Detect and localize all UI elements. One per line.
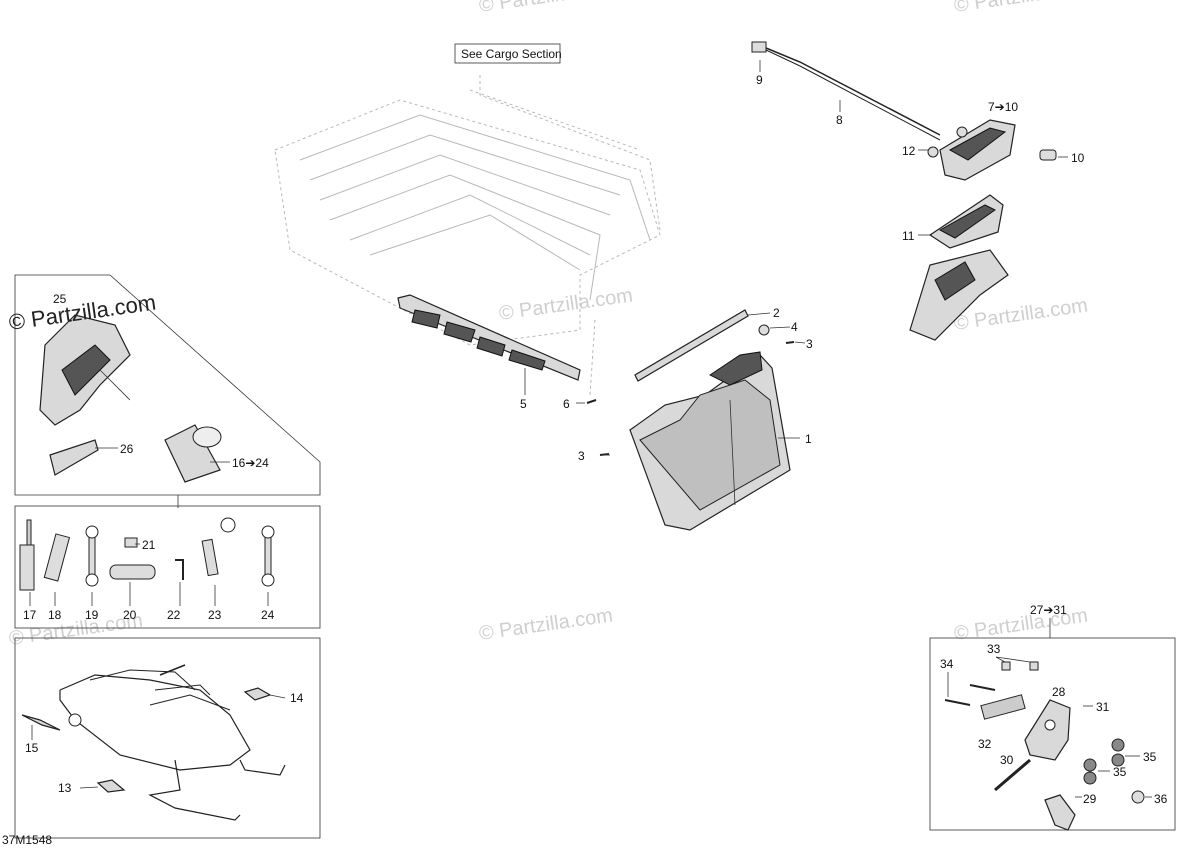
part-5-trim — [397, 294, 581, 381]
callout-31[interactable]: 31 — [1096, 700, 1110, 714]
leaders — [95, 60, 1068, 545]
callout-26[interactable]: 26 — [120, 442, 134, 456]
callout-3[interactable]: 3 — [578, 449, 585, 463]
callout-3[interactable]: 3 — [806, 337, 813, 351]
part-2-strip — [586, 309, 795, 456]
callout-15[interactable]: 15 — [25, 741, 39, 755]
callout-27-to-31[interactable]: 27➔31 — [1030, 603, 1067, 617]
callout-7-to-10[interactable]: 7➔10 — [988, 100, 1018, 114]
taillight-assembly — [909, 119, 1057, 341]
watermark: © Partzilla.com — [953, 604, 1090, 645]
callout-9[interactable]: 9 — [756, 73, 763, 87]
part-8-harness — [751, 41, 941, 141]
callout-34[interactable]: 34 — [940, 657, 954, 671]
callouts: 2 4 3 3 5 6 1 9 8 7➔10 10 12 11 25 26 16… — [23, 73, 1168, 806]
callout-29[interactable]: 29 — [1083, 792, 1097, 806]
part-1-panel — [629, 351, 791, 531]
callout-8[interactable]: 8 — [836, 113, 843, 127]
tools-box — [14, 505, 321, 629]
hitch-box — [929, 618, 1176, 831]
callout-16-to-24[interactable]: 16➔24 — [232, 456, 269, 470]
callout-35[interactable]: 35 — [1143, 750, 1157, 764]
watermark: © Partzilla.com — [478, 0, 615, 17]
callout-17[interactable]: 17 — [23, 608, 37, 622]
callout-14[interactable]: 14 — [290, 691, 304, 705]
callout-35[interactable]: 35 — [1113, 765, 1127, 779]
see-cargo-section-label: See Cargo Section — [461, 47, 562, 61]
callout-13[interactable]: 13 — [58, 781, 72, 795]
callout-28[interactable]: 28 — [1052, 685, 1066, 699]
callout-32[interactable]: 32 — [978, 737, 992, 751]
diagram-code: 37M1548 — [2, 833, 52, 847]
toolkit-box — [14, 274, 321, 508]
callout-21[interactable]: 21 — [142, 538, 156, 552]
snowmobile-box — [14, 637, 321, 839]
callout-22[interactable]: 22 — [167, 608, 181, 622]
callout-5[interactable]: 5 — [520, 397, 527, 411]
callout-10[interactable]: 10 — [1071, 151, 1085, 165]
callout-4[interactable]: 4 — [791, 320, 798, 334]
watermark: © Partzilla.com — [478, 604, 615, 645]
callout-36[interactable]: 36 — [1154, 792, 1168, 806]
cargo-note[interactable]: See Cargo Section — [454, 43, 562, 64]
snowmobile-illustration — [59, 664, 286, 821]
tool-bag — [164, 424, 222, 483]
callout-12[interactable]: 12 — [902, 144, 916, 158]
callout-25[interactable]: 25 — [53, 292, 67, 306]
callout-19[interactable]: 19 — [85, 608, 99, 622]
callout-30[interactable]: 30 — [1000, 753, 1014, 767]
watermark: © Partzilla.com — [953, 0, 1090, 17]
callout-33[interactable]: 33 — [987, 642, 1001, 656]
callout-18[interactable]: 18 — [48, 608, 62, 622]
callout-23[interactable]: 23 — [208, 608, 222, 622]
callout-24[interactable]: 24 — [261, 608, 275, 622]
hitch-leaders — [947, 656, 1152, 798]
callout-20[interactable]: 20 — [123, 608, 137, 622]
callout-2[interactable]: 2 — [773, 306, 780, 320]
callout-11[interactable]: 11 — [902, 229, 915, 243]
callout-6[interactable]: 6 — [563, 397, 570, 411]
watermark: © Partzilla.com — [498, 284, 635, 325]
cargo-rack-ghost — [274, 75, 661, 396]
callout-1[interactable]: 1 — [805, 432, 812, 446]
